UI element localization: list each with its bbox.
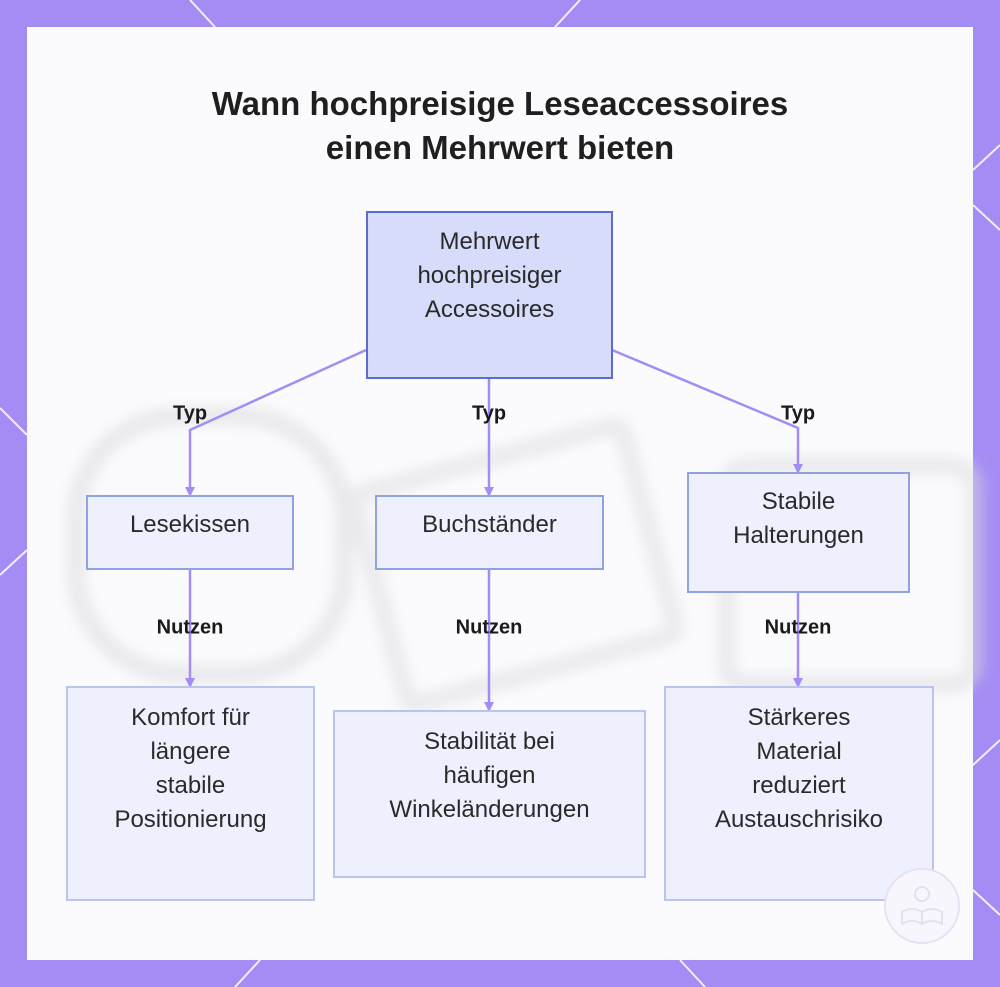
node-material-line-4: Austauschrisiko bbox=[714, 806, 884, 833]
title-line-1: Wann hochpreisige Leseaccessoires bbox=[211, 85, 789, 122]
node-stabilitaet-line-2: häufigen bbox=[443, 762, 536, 789]
node-material-line-1: Stärkeres bbox=[747, 704, 851, 731]
title-line-2: einen Mehrwert bieten bbox=[325, 129, 675, 166]
node-halterungen-line-1: Stabile bbox=[761, 488, 836, 515]
node-komfort-line-2: längere bbox=[150, 738, 231, 765]
edge-label-typ-3: Typ bbox=[780, 402, 816, 425]
node-komfort-line-1: Komfort für bbox=[131, 704, 250, 731]
node-root-line-2: hochpreisiger bbox=[417, 262, 562, 289]
edge-root-halterungen bbox=[611, 348, 803, 474]
node-root-line-1: Mehrwert bbox=[439, 228, 540, 255]
node-material: Stärkeres Material reduziert Austauschri… bbox=[664, 686, 934, 901]
node-root: Mehrwert hochpreisiger Accessoires bbox=[366, 211, 613, 379]
node-material-line-2: Material bbox=[756, 738, 842, 765]
node-buchstaender: Buchständer bbox=[375, 495, 604, 570]
node-stabilitaet-line-1: Stabilität bei bbox=[424, 728, 555, 755]
edge-label-typ-2: Typ bbox=[471, 402, 507, 425]
node-stabilitaet: Stabilität bei häufigen Winkeländerungen bbox=[333, 710, 646, 878]
node-stabilitaet-line-3: Winkeländerungen bbox=[389, 796, 590, 823]
edge-label-typ-1: Typ bbox=[172, 402, 208, 425]
node-buchstaender-label: Buchständer bbox=[422, 511, 557, 538]
node-komfort-line-4: Positionierung bbox=[114, 806, 267, 833]
node-lesekissen-label: Lesekissen bbox=[129, 511, 251, 538]
node-halterungen: Stabile Halterungen bbox=[687, 472, 910, 593]
node-komfort: Komfort für längere stabile Positionieru… bbox=[66, 686, 315, 901]
node-root-line-3: Accessoires bbox=[424, 296, 555, 323]
node-material-line-3: reduziert bbox=[752, 772, 846, 799]
node-komfort-line-3: stabile bbox=[155, 772, 226, 799]
book-reader-icon bbox=[884, 868, 960, 944]
node-lesekissen: Lesekissen bbox=[86, 495, 294, 570]
edge-label-nutzen-1: Nutzen bbox=[156, 616, 224, 639]
page-title: Wann hochpreisige Leseaccessoires einen … bbox=[0, 82, 1000, 170]
node-halterungen-line-2: Halterungen bbox=[733, 522, 864, 549]
edge-label-nutzen-3: Nutzen bbox=[764, 616, 832, 639]
edge-label-nutzen-2: Nutzen bbox=[455, 616, 523, 639]
edge-root-lesekissen bbox=[185, 348, 367, 497]
